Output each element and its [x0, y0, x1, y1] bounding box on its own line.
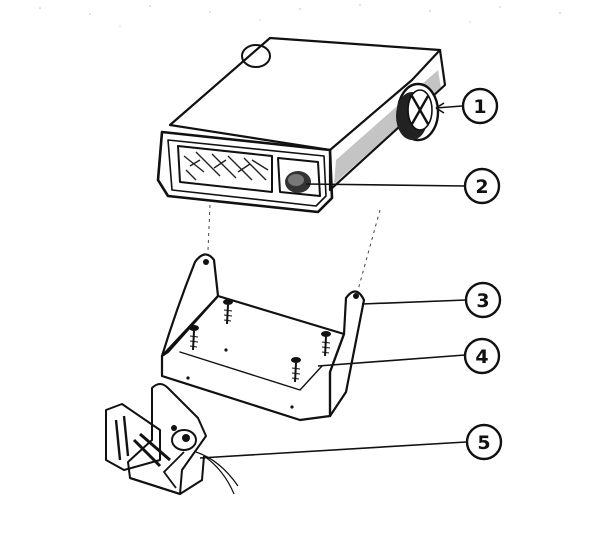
- callout-1: 1: [461, 87, 499, 125]
- leader-line-4: [317, 354, 466, 367]
- screw: [189, 325, 199, 351]
- alignment-lines: [207, 204, 381, 291]
- radio-unit: [156, 36, 447, 214]
- front-knob: [285, 171, 311, 193]
- callout-2: 2: [463, 167, 501, 205]
- callout-5-label: 5: [477, 432, 490, 454]
- mounting-bracket: [160, 253, 366, 422]
- callout-2-label: 2: [475, 176, 488, 198]
- leader-line-5: [199, 441, 467, 459]
- leader-line-2: [305, 183, 466, 187]
- leader-line-1: [435, 105, 463, 109]
- dial-window: [177, 145, 273, 193]
- screw: [223, 299, 233, 325]
- leader-line-3: [361, 299, 467, 305]
- screw: [291, 357, 301, 383]
- callout-1-label: 1: [473, 96, 486, 118]
- callout-3-label: 3: [476, 290, 489, 312]
- screws: [189, 299, 331, 383]
- screw: [321, 331, 331, 357]
- clip-assembly: [105, 383, 239, 496]
- leader-lines: [199, 102, 467, 459]
- callout-3: 3: [464, 281, 502, 319]
- callout-4-label: 4: [475, 346, 488, 368]
- dial-pattern: [183, 151, 269, 181]
- callout-4: 4: [463, 337, 501, 375]
- callout-5: 5: [465, 423, 503, 461]
- paper-speckle: [39, 4, 561, 27]
- side-knob: [396, 82, 440, 142]
